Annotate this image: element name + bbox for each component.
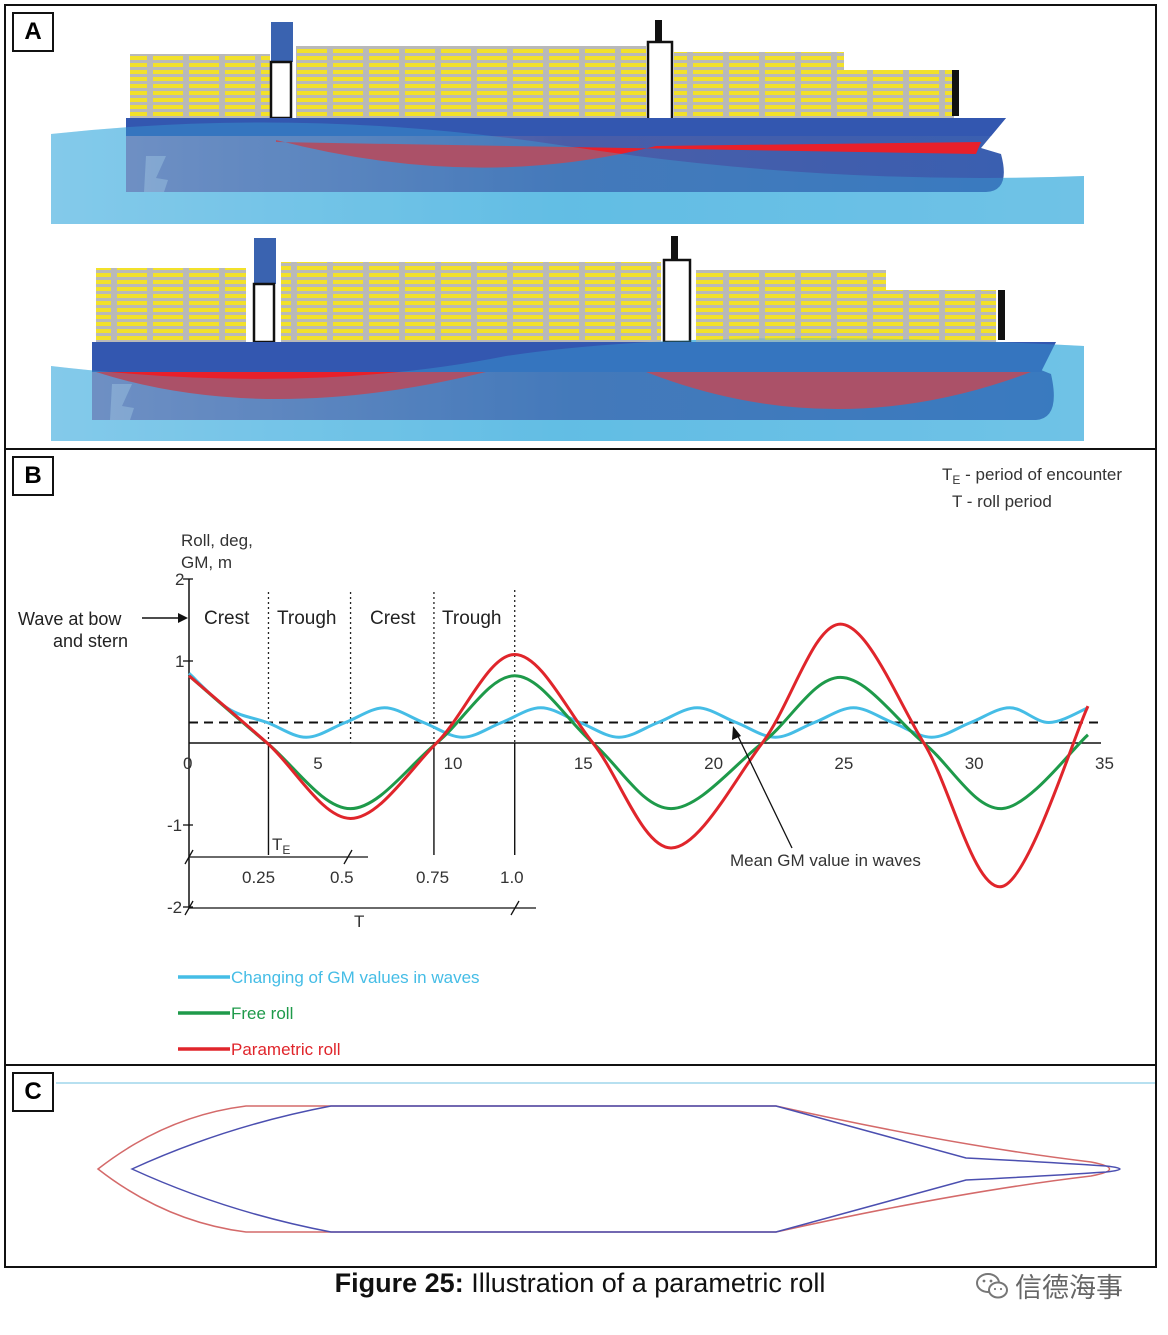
- figure-caption: Figure 25: Illustration of a parametric …: [0, 1268, 1160, 1299]
- waterplane-diagram: [56, 1082, 1155, 1233]
- x-tick-label: 20: [704, 754, 723, 773]
- y-tick-label: 2: [175, 570, 184, 589]
- watermark-text: 信德海事: [1015, 1273, 1123, 1304]
- phase-label-trough-2: Trough: [442, 608, 502, 629]
- series-parametric-roll: [188, 622, 1090, 889]
- ship-top: [51, 20, 1084, 224]
- y-tick-label: -2: [167, 898, 182, 917]
- phase-label-crest-1: Crest: [204, 608, 250, 629]
- te-bar-tick-end: [343, 849, 353, 865]
- mean-gm-arrow-head: [732, 726, 741, 740]
- outline-waterplane-red: [96, 1105, 1111, 1233]
- y-axis-label-line2: GM, m: [181, 553, 232, 572]
- series-gm-values: [187, 672, 1089, 739]
- panel-a-label: A: [12, 12, 54, 52]
- x-tick-label: 25: [834, 754, 853, 773]
- t-bar-tick-start: [184, 900, 194, 916]
- panel-b: B TE - period of encounter T - roll peri…: [4, 448, 1157, 1066]
- t-definition: T - roll period: [952, 492, 1052, 511]
- roll-chart: TE - period of encounter T - roll period…: [18, 465, 1122, 1059]
- t-period-label: T: [354, 912, 364, 931]
- te-definition: TE - period of encounter: [942, 465, 1122, 487]
- x-tick-label: 0: [183, 754, 192, 773]
- caption-text: Illustration of a parametric roll: [463, 1268, 826, 1298]
- mean-gm-label: Mean GM value in waves: [730, 851, 921, 870]
- mean-gm-arrow: [735, 731, 793, 849]
- t-bar-tick-end: [510, 900, 520, 916]
- wave-label-line2: and stern: [53, 631, 128, 651]
- outline-waterplane-blue: [130, 1105, 1121, 1233]
- caption-bold: Figure 25:: [334, 1268, 464, 1298]
- panel-c: C: [4, 1064, 1157, 1268]
- watermark: 信德海事: [975, 1266, 1123, 1305]
- series: [187, 622, 1090, 889]
- wave-arrow-head: [178, 613, 188, 623]
- axes: 0 5 10 15 20 25 30 35 2 1 -1 -2: [167, 570, 1114, 917]
- fraction-0-25: 0.25: [242, 868, 275, 887]
- panel-a: A: [4, 4, 1157, 450]
- legend-label: Free roll: [231, 1004, 293, 1023]
- x-tick-label: 10: [444, 754, 463, 773]
- y-tick-label: -1: [167, 816, 182, 835]
- phase-label-crest-2: Crest: [370, 608, 416, 629]
- legend-label: Parametric roll: [231, 1040, 341, 1059]
- ship-illustration: [51, 20, 1084, 441]
- fraction-0-75: 0.75: [416, 868, 449, 887]
- x-tick-label: 5: [313, 754, 322, 773]
- wechat-icon: [976, 1272, 1008, 1298]
- y-axis-label-line1: Roll, deg,: [181, 531, 253, 550]
- ship-bottom: [51, 236, 1084, 441]
- panel-c-label: C: [12, 1072, 54, 1112]
- panel-b-label: B: [12, 456, 54, 496]
- x-tick-label: 15: [574, 754, 593, 773]
- phase-label-trough-1: Trough: [277, 608, 337, 629]
- te-marker: TE: [272, 835, 290, 857]
- te-bar-tick-start: [184, 849, 194, 865]
- y-tick-label: 1: [175, 652, 184, 671]
- wave-label-line1: Wave at bow: [18, 609, 122, 629]
- x-tick-label: 35: [1095, 754, 1114, 773]
- x-tick-label: 30: [965, 754, 984, 773]
- legend-label: Changing of GM values in waves: [231, 968, 480, 987]
- fraction-1-0: 1.0: [500, 868, 524, 887]
- fraction-0-5: 0.5: [330, 868, 354, 887]
- series-free-roll: [188, 674, 1089, 811]
